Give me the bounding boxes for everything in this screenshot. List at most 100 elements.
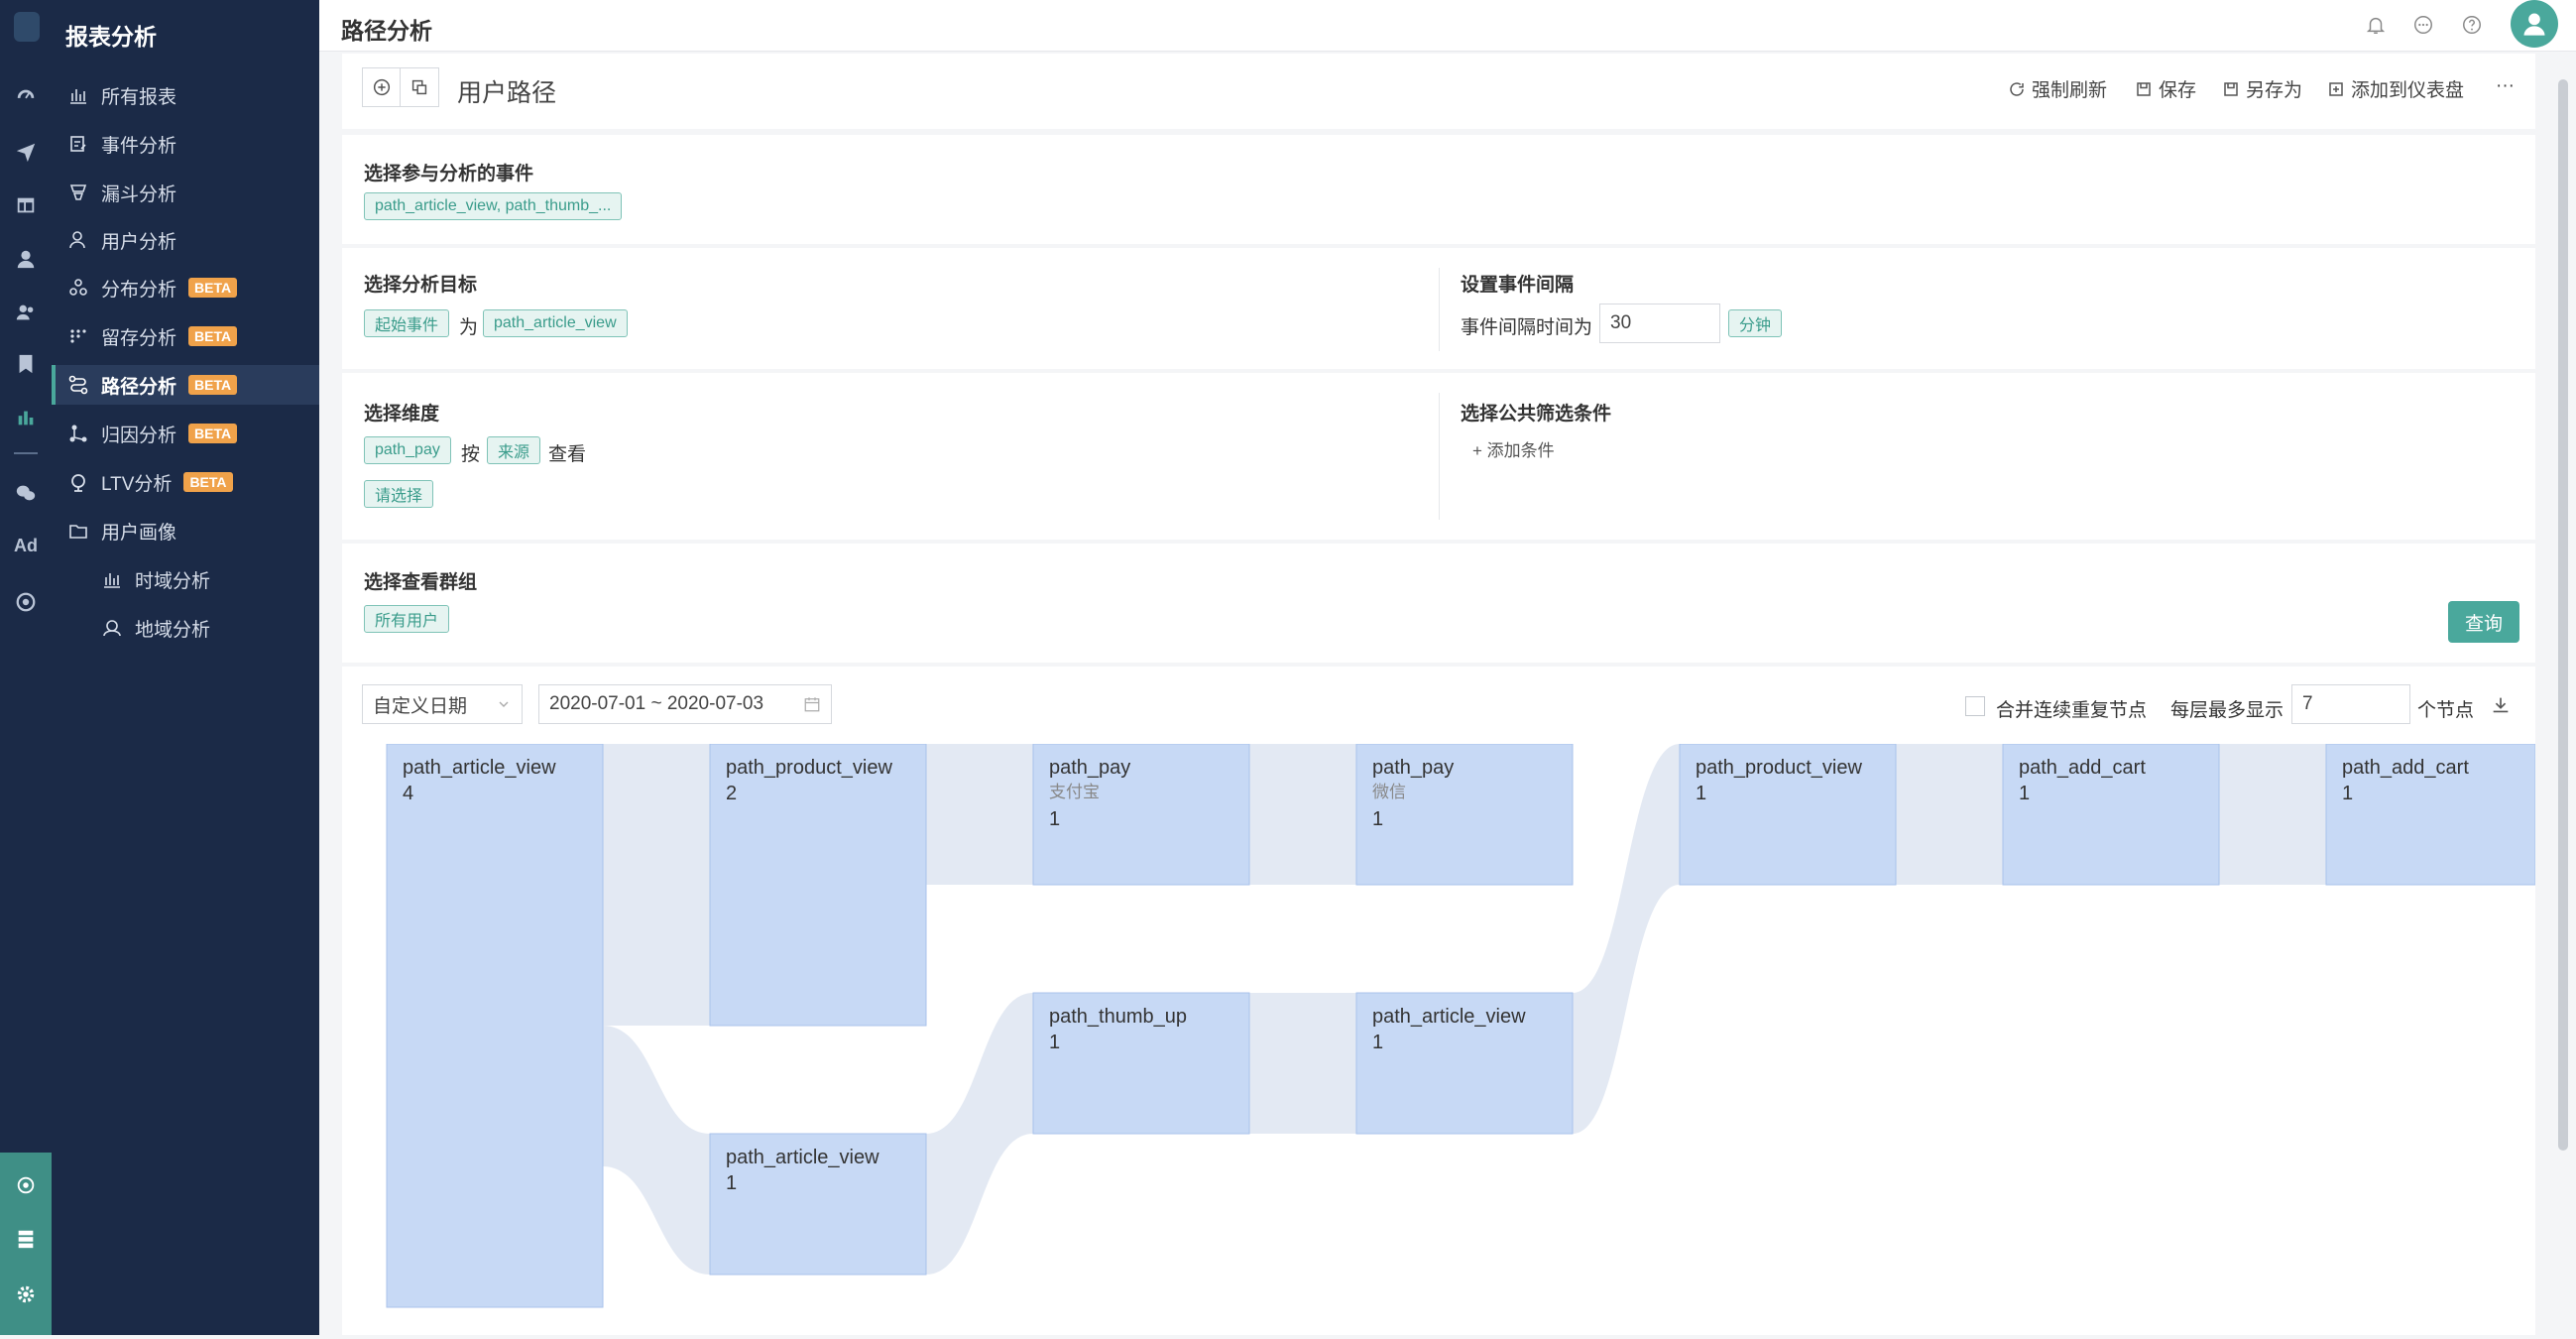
sankey-link[interactable]: [603, 1026, 710, 1275]
sankey-node-bar[interactable]: [1355, 744, 1574, 886]
sankey-node-name: path_product_view: [1696, 757, 1862, 779]
events-select-tag[interactable]: path_article_view, path_thumb_...: [364, 192, 623, 220]
target-event-tag[interactable]: path_article_view: [483, 309, 628, 337]
sidebar-item-funnel-analysis[interactable]: 漏斗分析: [52, 173, 319, 212]
sankey-node-bar[interactable]: [2002, 744, 2220, 886]
sankey-node-bar[interactable]: [1032, 992, 1250, 1135]
sidebar-item-ltv-analysis[interactable]: LTV分析 BETA: [52, 462, 319, 502]
sidebar-item-user-analysis[interactable]: 用户分析: [52, 220, 319, 260]
interval-input[interactable]: 30: [1599, 304, 1720, 343]
dimension-event-tag[interactable]: path_pay: [364, 436, 451, 464]
save-as-button[interactable]: 另存为: [2222, 75, 2302, 102]
chart-icon[interactable]: [13, 405, 39, 430]
date-mode-select[interactable]: 自定义日期: [362, 684, 523, 724]
settings-circle-icon[interactable]: [13, 589, 39, 615]
person-icon[interactable]: [13, 246, 39, 272]
network-icon[interactable]: [13, 1172, 39, 1198]
wechat-icon[interactable]: [13, 480, 39, 506]
sankey-node-bar[interactable]: [1679, 744, 1897, 886]
sankey-link[interactable]: [1249, 993, 1356, 1134]
events-section: 选择参与分析的事件 path_article_view, path_thumb_…: [342, 135, 2535, 244]
table-icon[interactable]: [13, 192, 39, 218]
date-range-picker[interactable]: 2020-07-01 ~ 2020-07-03: [538, 684, 832, 724]
sidebar-item-region-analysis[interactable]: 地域分析: [52, 608, 319, 648]
sidebar-item-user-portrait[interactable]: 用户画像: [52, 511, 319, 550]
merge-checkbox[interactable]: [1965, 696, 1985, 716]
source-tag[interactable]: 来源: [487, 436, 541, 464]
avatar[interactable]: [2511, 0, 2558, 48]
sankey-link[interactable]: [603, 744, 710, 1026]
save-button[interactable]: 保存: [2135, 75, 2196, 102]
sankey-node-bar[interactable]: [709, 744, 927, 1027]
sankey-node-bar[interactable]: [2325, 744, 2535, 886]
sankey-link[interactable]: [1249, 744, 1356, 885]
dimension-select-tag[interactable]: 请选择: [364, 480, 434, 508]
sankey-link[interactable]: [926, 744, 1033, 885]
add-button[interactable]: [362, 67, 402, 107]
force-refresh-button[interactable]: 强制刷新: [2008, 75, 2107, 102]
bell-icon[interactable]: [2361, 10, 2391, 40]
more-button[interactable]: ···: [2496, 75, 2515, 97]
query-button[interactable]: 查询: [2448, 601, 2519, 643]
database-icon[interactable]: [13, 1226, 39, 1252]
add-condition-button[interactable]: + 添加条件: [1472, 441, 1555, 460]
sankey-node-bar[interactable]: [1032, 744, 1250, 886]
help-icon[interactable]: [2457, 10, 2487, 40]
sankey-node-sub: 微信: [1372, 783, 1406, 801]
sidebar-item-label: 分布分析: [101, 279, 177, 301]
start-event-tag[interactable]: 起始事件: [364, 309, 450, 337]
message-icon[interactable]: [2408, 10, 2438, 40]
sankey-node-value: 1: [2019, 783, 2030, 804]
send-icon[interactable]: [13, 139, 39, 165]
ad-icon[interactable]: Ad: [14, 536, 38, 555]
sidebar-item-path-analysis[interactable]: 路径分析 BETA: [52, 365, 319, 405]
sankey-link[interactable]: [1896, 744, 2003, 885]
sankey-link[interactable]: [926, 993, 1033, 1275]
logo: [14, 12, 40, 42]
sankey-node-value: 1: [1049, 1032, 1060, 1053]
gear-icon[interactable]: [13, 1281, 39, 1307]
interval-unit-tag[interactable]: 分钟: [1728, 309, 1783, 337]
sidebar-item-all-reports[interactable]: 所有报表: [52, 75, 319, 115]
save-as-label: 另存为: [2246, 80, 2303, 101]
scrollbar[interactable]: [2554, 60, 2572, 1160]
sankey-node-sub: 支付宝: [1049, 783, 1100, 801]
group-tag[interactable]: 所有用户: [364, 605, 450, 633]
sankey-link[interactable]: [2219, 744, 2326, 885]
sidebar-title: 报表分析: [65, 24, 157, 50]
max-nodes-unit: 个节点: [2417, 700, 2475, 721]
sidebar-item-attribution-analysis[interactable]: 归因分析 BETA: [52, 414, 319, 453]
sankey-node-bar[interactable]: [1355, 992, 1574, 1135]
path-icon: [67, 374, 89, 396]
is-text: 为: [459, 317, 479, 338]
add-to-dashboard-button[interactable]: 添加到仪表盘: [2327, 75, 2464, 102]
sidebar-item-distribution-analysis[interactable]: 分布分析 BETA: [52, 268, 319, 307]
users-icon[interactable]: [13, 300, 39, 325]
group-section-label: 选择查看群组: [364, 572, 478, 593]
sidebar-item-time-analysis[interactable]: 时域分析: [52, 559, 319, 599]
sidebar-item-event-analysis[interactable]: 事件分析: [52, 124, 319, 164]
report-title[interactable]: 用户路径: [457, 79, 557, 107]
scrollbar-thumb[interactable]: [2558, 79, 2568, 1151]
dashboard-icon[interactable]: [13, 83, 39, 109]
sankey-node-bar[interactable]: [709, 1133, 927, 1276]
copy-button[interactable]: [400, 67, 439, 107]
sankey-node[interactable]: path_thumb_up1: [1032, 992, 1250, 1135]
bookmark-icon[interactable]: [13, 351, 39, 377]
sankey-node-bar[interactable]: [386, 744, 604, 1308]
chevron-down-icon: [499, 701, 509, 707]
copy-icon: [411, 79, 427, 95]
sidebar-item-retention-analysis[interactable]: 留存分析 BETA: [52, 316, 319, 356]
download-icon[interactable]: [2490, 694, 2512, 721]
max-nodes-input[interactable]: 7: [2291, 684, 2410, 724]
sankey-link[interactable]: [1573, 744, 1680, 1134]
